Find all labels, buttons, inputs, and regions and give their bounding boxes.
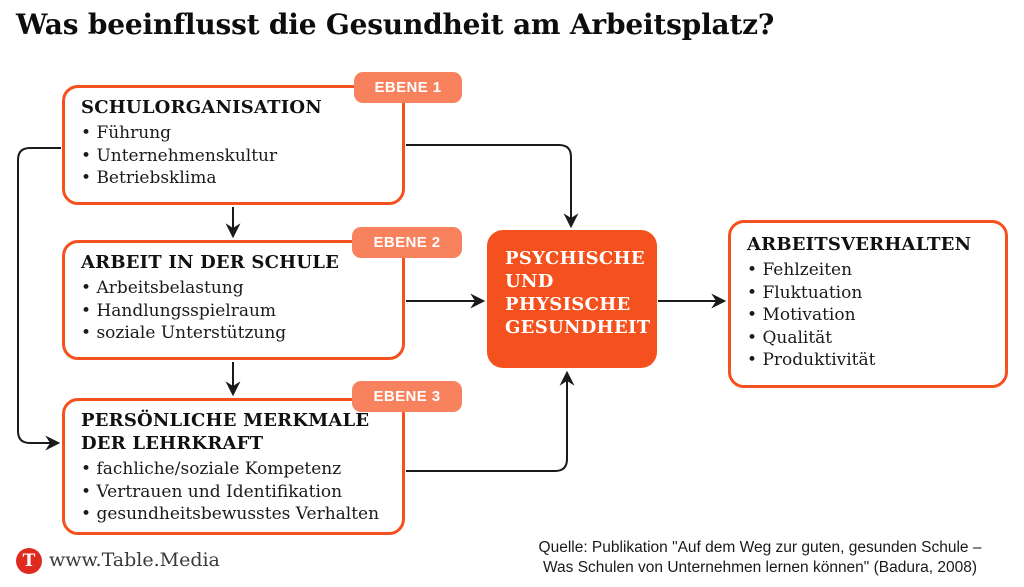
page-title: Was beeinflusst die Gesundheit am Arbeit… bbox=[16, 8, 775, 41]
bullet-item: Qualität bbox=[747, 327, 993, 350]
badge-ebene-3: EBENE 3 bbox=[352, 381, 462, 412]
bullet-list: ArbeitsbelastungHandlungsspielraumsozial… bbox=[81, 277, 390, 345]
box-heading: ARBEIT IN DER SCHULE bbox=[81, 252, 340, 273]
bullet-item: Fluktuation bbox=[747, 282, 993, 305]
box-arbeit-in-der-schule: ARBEIT IN DER SCHULE ArbeitsbelastungHan… bbox=[62, 240, 405, 360]
bullet-item: Führung bbox=[81, 122, 390, 145]
box-persoenliche-merkmale: PERSÖNLICHE MERKMALE DER LEHRKRAFT fachl… bbox=[62, 398, 405, 535]
box-schulorganisation: SCHULORGANISATION FührungUnternehmenskul… bbox=[62, 85, 405, 205]
source-citation: Quelle: Publikation "Auf dem Weg zur gut… bbox=[538, 539, 982, 576]
badge-ebene-1: EBENE 1 bbox=[354, 72, 462, 103]
bullet-item: gesundheitsbewusstes Verhalten bbox=[81, 503, 390, 526]
table-media-logo-icon: T bbox=[16, 548, 42, 574]
bullet-list: FührungUnternehmenskulturBetriebsklima bbox=[81, 122, 390, 190]
badge-ebene-2: EBENE 2 bbox=[352, 227, 462, 258]
bullet-item: Handlungsspielraum bbox=[81, 300, 390, 323]
box-heading: PSYCHISCHE UND PHYSISCHE GESUNDHEIT bbox=[505, 248, 651, 338]
bullet-item: Betriebsklima bbox=[81, 167, 390, 190]
bullet-list: FehlzeitenFluktuationMotivationQualitätP… bbox=[747, 259, 993, 372]
bullet-item: soziale Unterstützung bbox=[81, 322, 390, 345]
box-heading: ARBEITSVERHALTEN bbox=[747, 234, 972, 255]
arrow-feedback-box1-to-box3 bbox=[17, 147, 61, 451]
bullet-item: Motivation bbox=[747, 304, 993, 327]
bullet-item: Arbeitsbelastung bbox=[81, 277, 390, 300]
bullet-item: Unternehmenskultur bbox=[81, 145, 390, 168]
bullet-item: Vertrauen und Identifikation bbox=[81, 481, 390, 504]
bullet-item: fachliche/soziale Kompetenz bbox=[81, 458, 390, 481]
box-heading: SCHULORGANISATION bbox=[81, 97, 322, 118]
box-arbeitsverhalten: ARBEITSVERHALTEN FehlzeitenFluktuationMo… bbox=[728, 220, 1008, 388]
box-heading: PERSÖNLICHE MERKMALE DER LEHRKRAFT bbox=[81, 410, 370, 454]
bullet-item: Fehlzeiten bbox=[747, 259, 993, 282]
box-psychische-physische-gesundheit: PSYCHISCHE UND PHYSISCHE GESUNDHEIT bbox=[487, 230, 657, 368]
website-url: www.Table.Media bbox=[49, 549, 220, 571]
bullet-item: Produktivität bbox=[747, 349, 993, 372]
arrow-box1-to-center bbox=[406, 144, 579, 229]
bullet-list: fachliche/soziale KompetenzVertrauen und… bbox=[81, 458, 390, 526]
